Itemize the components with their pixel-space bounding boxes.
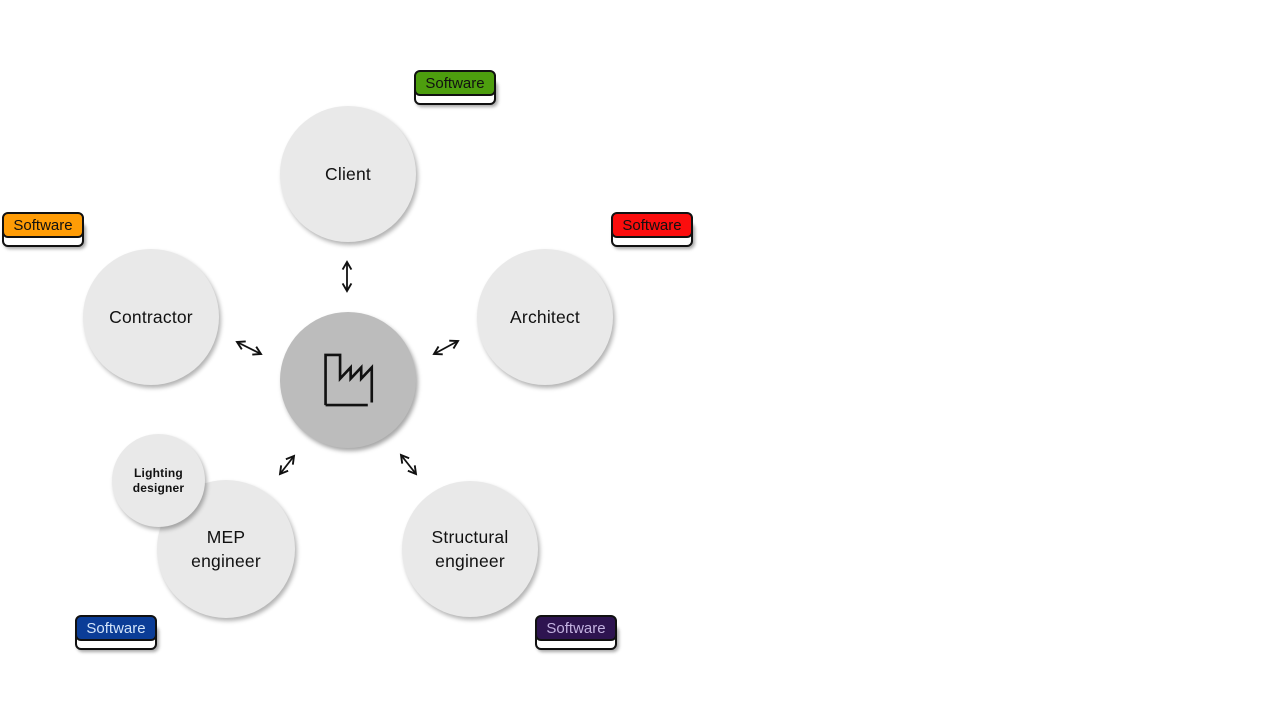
node-contractor: Contractor bbox=[83, 249, 219, 385]
badge-client-software-label: Software bbox=[425, 74, 485, 92]
badge-structural-software-front: Software bbox=[535, 615, 617, 641]
badge-structural-software-label: Software bbox=[546, 619, 606, 637]
arrow-structural-hub bbox=[399, 453, 418, 476]
badge-contractor-software-front: Software bbox=[2, 212, 84, 238]
badge-architect-software: Software bbox=[611, 212, 693, 247]
badge-mep-software-front: Software bbox=[75, 615, 157, 641]
node-client-label: Client bbox=[325, 164, 371, 184]
badge-contractor-software-label: Software bbox=[13, 216, 73, 234]
badge-structural-software: Software bbox=[535, 615, 617, 650]
node-lighting-designer: Lighting designer bbox=[112, 434, 205, 527]
badge-mep-software-label: Software bbox=[86, 619, 146, 637]
node-client: Client bbox=[280, 106, 416, 242]
badge-contractor-software: Software bbox=[2, 212, 84, 247]
arrow-mep-hub bbox=[278, 454, 296, 476]
badge-architect-software-label: Software bbox=[622, 216, 682, 234]
factory-icon bbox=[324, 353, 374, 407]
node-architect-label: Architect bbox=[510, 307, 580, 327]
badge-mep-software: Software bbox=[75, 615, 157, 650]
arrow-contractor-hub bbox=[235, 340, 263, 356]
node-mep-engineer-label: MEP engineer bbox=[191, 527, 261, 571]
node-structural-engineer-label: Structural engineer bbox=[431, 527, 509, 571]
node-contractor-label: Contractor bbox=[109, 307, 193, 327]
node-lighting-designer-label: Lighting designer bbox=[132, 465, 185, 495]
badge-client-software-front: Software bbox=[414, 70, 496, 96]
arrow-architect-hub bbox=[432, 339, 460, 356]
node-architect: Architect bbox=[477, 249, 613, 385]
hub-node bbox=[280, 312, 416, 448]
badge-architect-software-front: Software bbox=[611, 212, 693, 238]
badge-client-software: Software bbox=[414, 70, 496, 105]
node-structural-engineer: Structural engineer bbox=[402, 481, 538, 617]
